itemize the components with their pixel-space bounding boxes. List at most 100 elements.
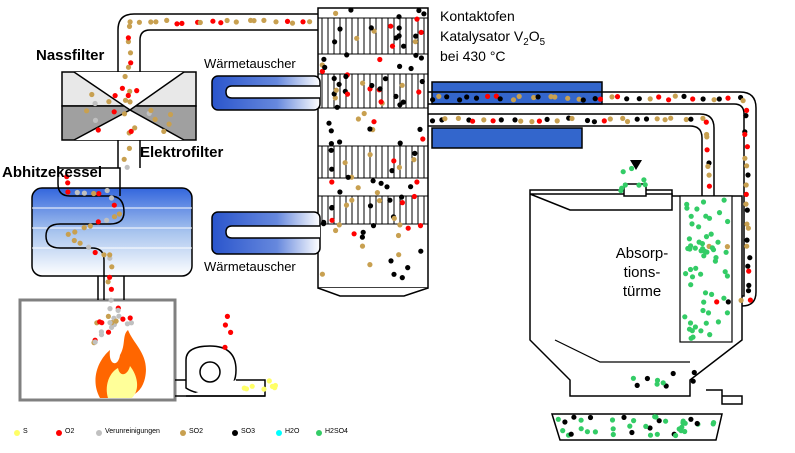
particle-dot bbox=[529, 119, 535, 125]
particle-dot bbox=[413, 52, 419, 58]
particle-dot bbox=[354, 35, 360, 41]
particle-dot bbox=[554, 118, 560, 124]
particle-dot bbox=[442, 116, 448, 122]
particle-dot bbox=[359, 234, 365, 240]
particle-dot bbox=[329, 204, 335, 211]
particle-dot bbox=[419, 78, 425, 85]
particle-dot bbox=[744, 237, 750, 243]
particle-dot bbox=[724, 310, 731, 316]
particle-dot bbox=[342, 160, 348, 166]
particle-dot bbox=[113, 318, 119, 324]
legend-swatch bbox=[96, 430, 102, 436]
particle-dot bbox=[688, 243, 694, 249]
particle-dot bbox=[673, 432, 679, 439]
particle-dot bbox=[421, 11, 427, 17]
particle-dot bbox=[289, 20, 296, 26]
particle-dot bbox=[98, 332, 105, 338]
particle-dot bbox=[700, 96, 706, 102]
particle-dot bbox=[108, 195, 115, 201]
particle-dot bbox=[592, 429, 599, 435]
particle-dot bbox=[621, 414, 627, 420]
heat-exchanger-bottom bbox=[211, 211, 321, 255]
particle-dot bbox=[167, 111, 174, 118]
particle-dot bbox=[71, 237, 77, 244]
particle-dot bbox=[688, 213, 694, 219]
particle-dot bbox=[744, 163, 750, 169]
legend-swatch bbox=[232, 430, 238, 436]
particle-dot bbox=[745, 288, 752, 294]
particle-dot bbox=[370, 223, 377, 229]
particle-dot bbox=[367, 262, 373, 268]
legend-label: H2SO4 bbox=[325, 428, 348, 435]
particle-dot bbox=[261, 17, 267, 23]
particle-dot bbox=[328, 128, 334, 134]
particle-dot bbox=[104, 217, 110, 223]
particle-dot bbox=[512, 117, 518, 123]
particle-dot bbox=[689, 221, 695, 227]
particle-dot bbox=[105, 313, 111, 319]
particle-dot bbox=[343, 73, 349, 80]
particle-dot bbox=[709, 245, 716, 251]
particle-dot bbox=[745, 172, 751, 178]
particle-dot bbox=[179, 20, 185, 26]
particle-dot bbox=[704, 249, 710, 255]
particle-dot bbox=[578, 426, 584, 432]
particle-dot bbox=[228, 329, 234, 335]
particle-dot bbox=[108, 297, 114, 303]
particle-dot bbox=[746, 268, 752, 274]
particle-dot bbox=[122, 97, 129, 103]
particle-dot bbox=[132, 125, 138, 131]
particle-dot bbox=[153, 19, 159, 25]
particle-dot bbox=[660, 380, 666, 386]
label-nassfilter: Nassfilter bbox=[36, 47, 105, 64]
particle-dot bbox=[87, 223, 93, 229]
absorption-line-2: tions- bbox=[623, 264, 661, 281]
particle-dot bbox=[630, 375, 637, 381]
particle-dot bbox=[368, 25, 374, 31]
label-kontaktofen: Kontaktofen bbox=[440, 8, 515, 24]
particle-dot bbox=[367, 152, 373, 158]
particle-dot bbox=[745, 225, 752, 231]
particle-dot bbox=[333, 87, 339, 93]
label-waermetauscher-bottom: Wärmetauscher bbox=[204, 259, 296, 274]
particle-dot bbox=[498, 117, 504, 123]
particle-dot bbox=[396, 25, 402, 31]
particle-dot bbox=[644, 375, 651, 382]
particle-dot bbox=[725, 299, 731, 305]
particle-dot bbox=[703, 234, 710, 240]
particle-dot bbox=[333, 10, 339, 16]
katalysator-sub-2: 2 bbox=[523, 36, 529, 48]
particle-dot bbox=[690, 96, 696, 102]
particle-dot bbox=[688, 416, 694, 422]
particle-dot bbox=[413, 33, 419, 39]
particle-dot bbox=[698, 271, 704, 277]
particle-dot bbox=[694, 206, 700, 212]
particle-dot bbox=[701, 299, 707, 305]
particle-dot bbox=[580, 97, 586, 103]
legend-swatch bbox=[180, 430, 186, 436]
particle-dot bbox=[127, 19, 133, 25]
particle-dot bbox=[715, 239, 721, 245]
particle-dot bbox=[725, 95, 731, 101]
particle-dot bbox=[411, 157, 417, 163]
particle-dot bbox=[367, 126, 373, 132]
particle-dot bbox=[724, 244, 731, 250]
particle-dot bbox=[643, 116, 650, 122]
particle-dot bbox=[576, 96, 582, 102]
particle-dot bbox=[624, 96, 630, 102]
particle-dot bbox=[565, 95, 571, 101]
particle-dot bbox=[662, 117, 668, 123]
legend-label: SO2 bbox=[189, 428, 204, 435]
particle-dot bbox=[609, 94, 615, 100]
particle-dot bbox=[329, 166, 335, 172]
particle-dot bbox=[405, 225, 411, 231]
particle-dot bbox=[716, 96, 722, 102]
particle-dot bbox=[704, 147, 710, 153]
particle-dot bbox=[416, 89, 422, 95]
particle-dot bbox=[161, 128, 167, 134]
particle-dot bbox=[359, 243, 366, 249]
particle-dot bbox=[620, 169, 626, 175]
particle-dot bbox=[337, 139, 343, 145]
particle-dot bbox=[97, 319, 103, 325]
particle-dot bbox=[387, 197, 393, 203]
